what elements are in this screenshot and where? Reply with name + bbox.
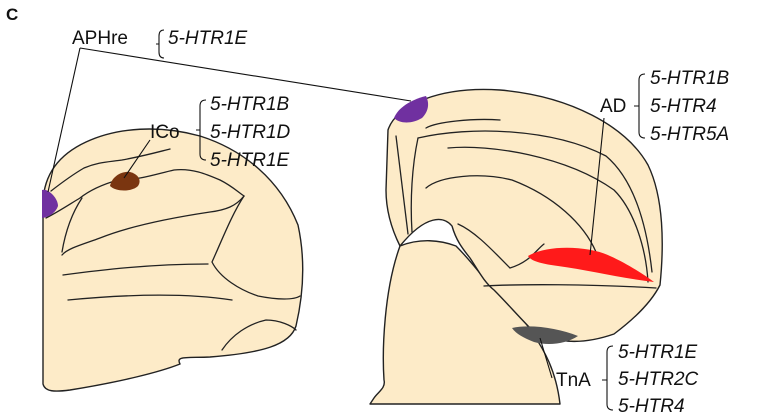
aphre-annotation: APHre 5-HTR1E: [72, 28, 248, 58]
ico-gene-1: 5-HTR1B: [210, 94, 290, 115]
panel-label: C: [6, 5, 18, 24]
tna-gene-3: 5-HTR4: [618, 396, 685, 417]
ad-label: AD: [600, 96, 626, 117]
tna-gene-2: 5-HTR2C: [618, 369, 699, 390]
ad-gene-2: 5-HTR4: [650, 96, 717, 117]
ico-label: ICo: [150, 122, 180, 143]
ico-gene-3: 5-HTR1E: [210, 150, 290, 171]
ico-gene-2: 5-HTR1D: [210, 122, 291, 143]
tna-gene-1: 5-HTR1E: [618, 342, 698, 363]
ad-gene-1: 5-HTR1B: [650, 68, 730, 89]
tna-annotation: TnA 5-HTR1E 5-HTR2C 5-HTR4: [556, 342, 699, 417]
aphre-label: APHre: [72, 28, 128, 49]
tna-label: TnA: [556, 370, 591, 391]
ad-gene-3: 5-HTR5A: [650, 124, 729, 145]
aphre-gene-1: 5-HTR1E: [168, 28, 248, 49]
